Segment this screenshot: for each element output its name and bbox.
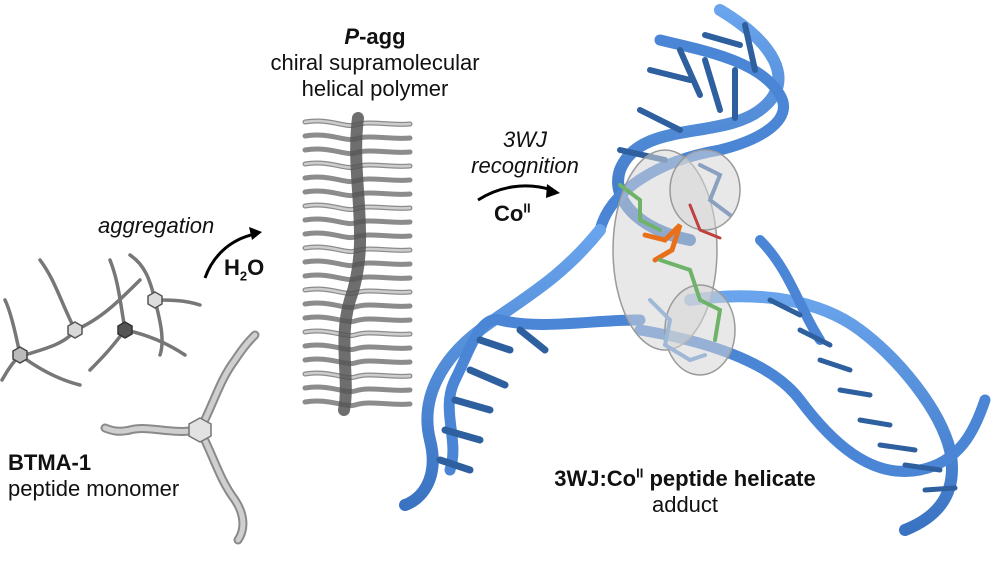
monomer-cluster [0,253,202,387]
monomer-single [100,330,260,545]
monomer-name: BTMA-1 [8,450,92,475]
helicate-ligands [618,163,732,363]
recognition-label: 3WJ recognition [440,127,610,179]
recognition-line2: recognition [471,153,579,178]
polymer-stack [302,112,413,416]
adduct-label: 3WJ:CoII peptide helicate adduct [520,466,850,518]
cobalt-reagent: CoII [494,200,531,226]
polymer-line2: helical polymer [301,76,449,101]
recognition-line1: 3WJ [503,127,547,152]
monomer-description: peptide monomer [8,476,180,501]
adduct-name: 3WJ:CoII peptide helicate [554,465,816,491]
polymer-line1: chiral supramolecular [270,50,480,75]
polymer-label: P-agg chiral supramolecular helical poly… [215,24,535,102]
helicate-surface [612,149,741,376]
arrow-recognition [477,184,560,202]
aggregation-label: aggregation [98,213,215,238]
arrow-aggregation [203,227,262,279]
monomer-label: BTMA-1 peptide monomer [8,450,179,502]
monomer-cluster-cores [12,291,163,364]
water-reagent: H2O [224,255,265,284]
adduct-line2: adduct [651,492,719,517]
polymer-name: P-agg [344,24,406,49]
